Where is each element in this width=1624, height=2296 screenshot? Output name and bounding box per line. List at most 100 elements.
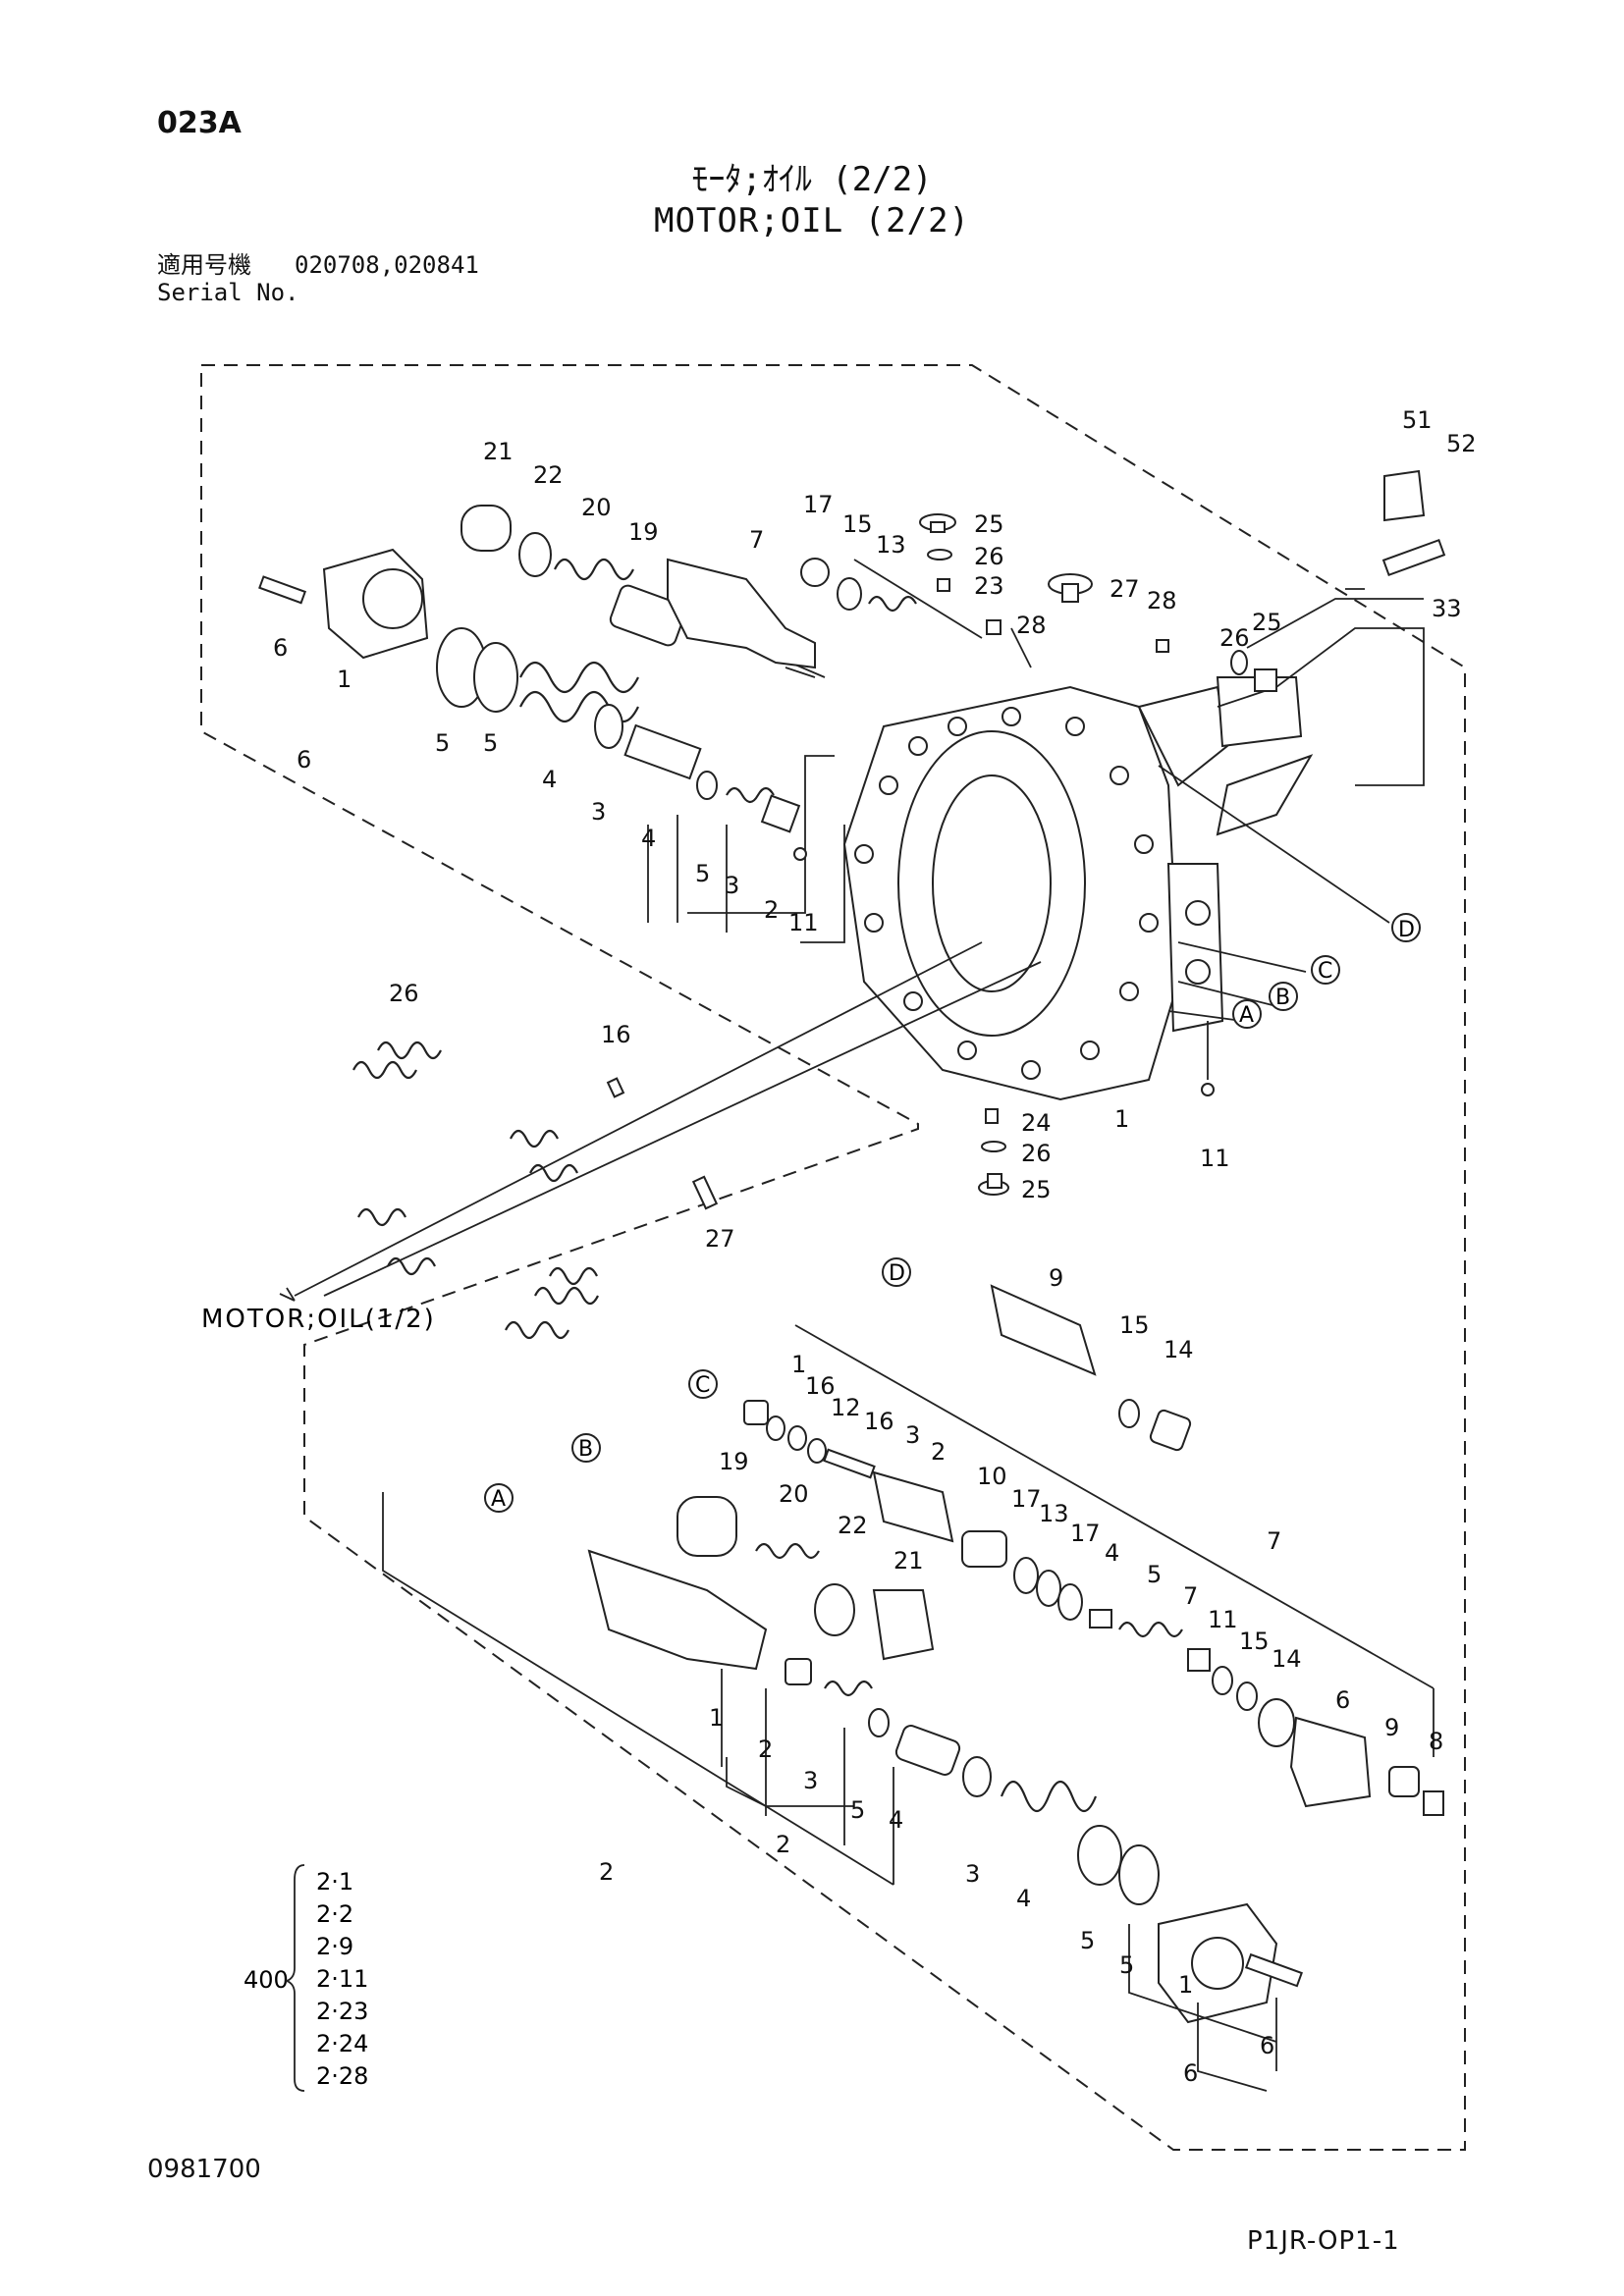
callout: 1 <box>1114 1105 1129 1133</box>
top-small-parts <box>606 469 1446 1210</box>
callout: 21 <box>483 438 514 465</box>
callout: 16 <box>864 1408 894 1435</box>
callout: 16 <box>805 1372 836 1400</box>
callout: 17 <box>803 491 834 518</box>
callout: 13 <box>876 531 906 559</box>
callout: 26 <box>974 543 1004 570</box>
callout: 1 <box>1178 1971 1193 1999</box>
callout: 33 <box>1432 595 1462 622</box>
group-400-label: 400 <box>244 1966 289 1994</box>
callout: 17 <box>1011 1485 1042 1513</box>
footer-code: 0981700 <box>147 2155 261 2184</box>
title-japanese: ﾓｰﾀ;ｵｲﾙ (2/2) <box>691 160 933 199</box>
ref-b-lower: B <box>571 1433 601 1463</box>
serial-numbers: 020708,020841 <box>295 251 479 279</box>
callout: 6 <box>273 634 288 662</box>
callout: 2 <box>764 896 779 924</box>
callout: 2 <box>758 1735 773 1763</box>
callout: 5 <box>1147 1561 1162 1588</box>
callout: 5 <box>483 729 498 757</box>
ref-a-upper: A <box>1232 999 1262 1029</box>
svg-text:B: B <box>578 1437 593 1462</box>
callout: 4 <box>542 766 557 793</box>
footer-reference: P1JR-OP1-1 <box>1247 2226 1400 2256</box>
callout: 25 <box>1021 1176 1052 1203</box>
callout: 1 <box>709 1704 724 1732</box>
callout: 9 <box>1049 1264 1063 1292</box>
callout: 8 <box>1429 1728 1443 1755</box>
ref-a-lower: A <box>484 1483 514 1513</box>
callout: 26 <box>1219 624 1250 652</box>
callout: 15 <box>842 510 873 538</box>
callout: 22 <box>838 1512 868 1539</box>
callout: 19 <box>628 518 659 546</box>
svg-text:B: B <box>1275 986 1290 1010</box>
callout: 15 <box>1239 1628 1270 1655</box>
callout: 2 <box>599 1858 614 1886</box>
ref-c-upper: C <box>1311 955 1340 985</box>
callout: 4 <box>1016 1885 1031 1912</box>
reference-note: MOTOR;OIL(1/2) <box>201 1305 436 1334</box>
callout: 28 <box>1016 612 1047 639</box>
callouts-lower: 9 15 14 1 16 12 16 3 2 19 20 22 21 10 17… <box>599 1264 1443 2087</box>
callout: 5 <box>435 729 450 757</box>
ref-b-upper: B <box>1269 982 1298 1011</box>
callout: 27 <box>1110 575 1140 603</box>
group-400-item: 2·9 <box>316 1933 353 1960</box>
callout: 11 <box>1200 1145 1230 1172</box>
callout: 15 <box>1119 1311 1150 1339</box>
callout: 3 <box>803 1767 818 1794</box>
svg-text:A: A <box>491 1487 506 1512</box>
callout: 26 <box>1021 1140 1052 1167</box>
lower-bracket-lines <box>382 1324 1435 2092</box>
callout: 2 <box>776 1831 790 1858</box>
springs-group <box>352 1041 599 1340</box>
callout: 19 <box>719 1448 749 1475</box>
callout: 4 <box>1105 1539 1119 1567</box>
callout: 6 <box>1335 1686 1350 1714</box>
callout: 21 <box>893 1547 924 1575</box>
callout: 6 <box>1183 2059 1198 2087</box>
callout: 25 <box>1252 609 1282 636</box>
callout: 14 <box>1272 1645 1302 1673</box>
callout: 13 <box>1039 1500 1069 1527</box>
callout: 7 <box>749 526 764 554</box>
callout: 7 <box>1183 1582 1198 1610</box>
callouts-upper: 21 22 20 19 7 17 15 13 25 26 23 27 28 28… <box>273 406 1477 1253</box>
ref-d-lower: D <box>882 1257 911 1287</box>
callout: 28 <box>1147 587 1177 614</box>
callout: 5 <box>1080 1927 1095 1954</box>
callout: 14 <box>1164 1336 1194 1363</box>
circle-references: D C B A D C B A <box>484 913 1421 1513</box>
group-400-item: 2·11 <box>316 1965 368 1993</box>
callout: 22 <box>533 461 564 489</box>
callout: 3 <box>905 1421 920 1449</box>
group-400: 400 2·1 2·2 2·9 2·11 2·23 2·24 2·28 <box>244 1864 368 2092</box>
callout: 20 <box>581 494 612 521</box>
callout: 6 <box>297 746 311 774</box>
serial-label-jp: 適用号機 <box>157 251 251 279</box>
callout: 17 <box>1070 1520 1101 1547</box>
svg-text:C: C <box>1318 959 1332 984</box>
group-400-item: 2·24 <box>316 2030 368 2057</box>
group-400-item: 2·1 <box>316 1868 353 1896</box>
callout: 12 <box>831 1394 861 1421</box>
callout: 26 <box>389 980 419 1007</box>
upper-left-parts <box>258 505 917 861</box>
callout: 1 <box>337 666 352 693</box>
callout: 7 <box>1267 1527 1281 1555</box>
page-code: 023A <box>157 106 242 140</box>
callout: 3 <box>965 1860 980 1888</box>
callout: 27 <box>705 1225 735 1253</box>
callout: 51 <box>1402 406 1433 434</box>
callout: 23 <box>974 572 1004 600</box>
title-english: MOTOR;OIL (2/2) <box>653 201 971 240</box>
callout: 52 <box>1446 430 1477 457</box>
callout: 20 <box>779 1480 809 1508</box>
callout: 6 <box>1260 2032 1274 2059</box>
callout: 4 <box>889 1806 903 1834</box>
group-400-item: 2·2 <box>316 1900 353 1928</box>
assembly-boundary <box>200 364 1466 2151</box>
